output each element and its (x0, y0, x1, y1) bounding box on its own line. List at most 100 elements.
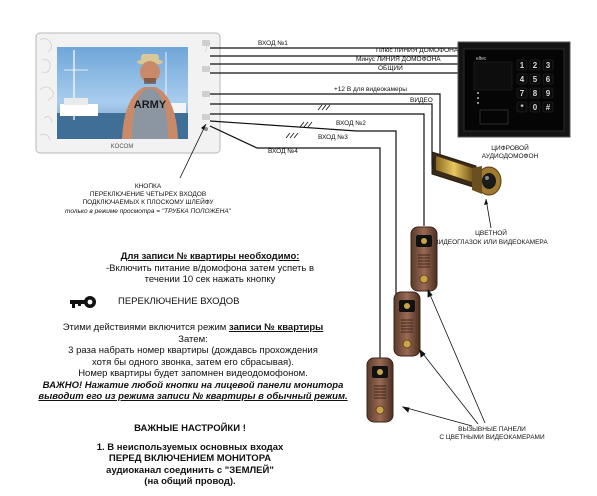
keypad-key[interactable] (529, 59, 541, 71)
keypad-key[interactable] (516, 87, 528, 99)
settings-heading: ВАЖНЫЕ НАСТРОЙКИ ! (134, 423, 246, 434)
keypad-key[interactable] (516, 101, 528, 113)
then-label: Затем: (178, 333, 208, 345)
wire-input4 (209, 125, 381, 360)
settings-line3: аудиоканал соединить с "ЗЕМЛЕЙ" (106, 464, 274, 476)
mode-prefix: Этими действиями включится режим (62, 322, 229, 333)
keypad-key-label: 8 (533, 89, 538, 98)
keypad-key-label: 5 (533, 75, 538, 84)
wire-labels: ВХОД №1 Плюс ЛИНИЯ ДОМОФОНА Минус ЛИНИЯ … (258, 40, 459, 155)
instructions-line1: -Включить питание в/домофона затем успет… (105, 262, 315, 274)
keypad-key-label: # (546, 103, 551, 112)
keypad-key[interactable] (542, 59, 554, 71)
instructions-heading: Для записи № квартиры необходимо: (120, 251, 300, 262)
peephole-caption-line1: ЦВЕТНОЙ (475, 228, 507, 237)
keypad-key[interactable] (542, 87, 554, 99)
person-on-screen: ARMY (122, 54, 178, 139)
wire-tick-marks (285, 104, 331, 139)
call-panel-2 (393, 291, 421, 357)
instructions-block: Для записи № квартиры необходимо: -Включ… (60, 251, 360, 286)
step-line2: хотя бы одного звонка, затем его сбрасыв… (92, 356, 294, 368)
panels-caption-line2: С ЦВЕТНЫМИ ВИДЕОКАМЕРАМИ (439, 434, 545, 441)
warning-line1: ВАЖНО! Нажатие любой кнопки на лицевой п… (42, 379, 344, 391)
key-icon (70, 296, 96, 308)
keypad-key[interactable] (529, 87, 541, 99)
mode-line: Этими действиями включится режим записи … (8, 322, 378, 334)
panels-pointer-arrows (401, 288, 486, 427)
label-video: ВИДЕО (410, 97, 433, 104)
monitor-brand: KOCOM (111, 144, 134, 150)
settings-line1: 1. В неиспользуемых основных входах (96, 441, 284, 453)
peephole-caption-line2: ВИДЕОГЛАЗОК ИЛИ ВИДЕОКАМЕРА (434, 239, 548, 246)
intercom-caption: ЦИФРОВОЙ АУДИОДОМОФОН (482, 143, 539, 160)
monitor-button-2[interactable] (202, 66, 210, 72)
instructions-line2: течении 10 сек нажать кнопку (144, 274, 276, 285)
keypad-key[interactable] (529, 101, 541, 113)
panels-caption: ВЫЗЫВНЫЕ ПАНЕЛИ С ЦВЕТНЫМИ ВИДЕОКАМЕРАМИ (439, 426, 545, 441)
monitor-screen: ARMY (57, 47, 188, 139)
call-button[interactable] (402, 339, 412, 349)
label-minus-line: Минус ЛИНИЯ ДОМОФОНА (356, 56, 441, 63)
call-panel-3 (366, 357, 394, 423)
wire-input3 (209, 120, 397, 294)
key-caption-line2: ПЕРЕКЛЮЧЕНИЕ ЧЕТЫРЕХ ВХОДОВ (90, 191, 206, 198)
keypad-key[interactable] (529, 73, 541, 85)
label-plus-line: Плюс ЛИНИЯ ДОМОФОНА (376, 47, 459, 54)
wire-power-camera (210, 93, 441, 165)
label-common: ОБЩИЙ (378, 63, 403, 72)
warning-line2: выводит его из режима записи № квартиры … (38, 391, 348, 402)
monitor-buttons (202, 40, 210, 131)
label-input1: ВХОД №1 (258, 40, 288, 47)
peephole-caption: ЦВЕТНОЙ ВИДЕОГЛАЗОК ИЛИ ВИДЕОКАМЕРА (434, 228, 548, 246)
call-button[interactable] (375, 405, 385, 415)
keypad-key[interactable] (542, 101, 554, 113)
key-button-caption: КНОПКА ПЕРЕКЛЮЧЕНИЕ ЧЕТЫРЕХ ВХОДОВ ПОДКЛ… (65, 183, 232, 215)
label-power-camera: +12 В для видеокамеры (334, 86, 407, 93)
label-input3: ВХОД №3 (318, 134, 348, 141)
key-caption-line3: ПОДКЛЮЧАЕМЫХ К ПЛОСКОМУ ШЛЕЙФУ (82, 197, 214, 206)
key-button-pointer-line (179, 123, 207, 179)
label-input4: ВХОД №4 (268, 148, 298, 155)
call-button[interactable] (419, 274, 429, 284)
speaker-grille-icon (418, 254, 430, 268)
intercom-caption-line1: ЦИФРОВОЙ (491, 143, 529, 152)
keypad-key-label: 3 (546, 61, 551, 70)
shirt-text: ARMY (134, 99, 167, 111)
keypad-key-label: 0 (533, 103, 538, 112)
keypad-key-label: 4 (520, 75, 525, 84)
keypad-key-label: 9 (546, 89, 551, 98)
video-monitor: ARMY KOCOM (35, 32, 221, 154)
settings-block: ВАЖНЫЕ НАСТРОЙКИ ! 1. В неиспользуемых о… (40, 423, 340, 488)
panels-caption-line1: ВЫЗЫВНЫЕ ПАНЕЛИ (458, 426, 526, 433)
wire-input2 (210, 113, 425, 226)
monitor-button-1[interactable] (202, 40, 210, 46)
keypad-key-label: 2 (533, 61, 538, 70)
wires (209, 47, 460, 360)
call-panel-1 (410, 226, 438, 292)
speaker-grille-icon (401, 319, 413, 333)
keypad-speaker-grille (479, 109, 509, 125)
step-line3: Номер квартиры будет запомнен видеодомоф… (78, 368, 308, 379)
monitor-key-button[interactable] (202, 114, 210, 120)
settings-line2: ПЕРЕД ВКЛЮЧЕНИЕМ МОНИТОРА (108, 453, 272, 464)
keypad-key[interactable] (542, 73, 554, 85)
key-caption-line1: КНОПКА (135, 183, 162, 190)
keypad-key-label: * (520, 103, 524, 112)
speaker-grille-icon (374, 385, 386, 399)
keypad-key-label: 7 (520, 89, 525, 98)
intercom-caption-line2: АУДИОДОМОФОН (482, 153, 539, 160)
keypad-key-label: 1 (520, 61, 525, 70)
monitor-button-3[interactable] (202, 91, 210, 97)
monitor-floral-pattern (39, 38, 207, 141)
keypad-key[interactable] (516, 59, 528, 71)
key-caption-note: только в режиме просмотра = "ТРУБКА ПОЛО… (65, 208, 232, 215)
monitor-led-icon (204, 127, 208, 131)
keypad-display (473, 61, 513, 91)
key-label: ПЕРЕКЛЮЧЕНИЕ ВХОДОВ (118, 296, 240, 307)
wire-video (210, 103, 433, 165)
call-panels (366, 226, 438, 423)
mode-name: записи № квартиры (228, 322, 324, 333)
keypad-key[interactable] (516, 73, 528, 85)
